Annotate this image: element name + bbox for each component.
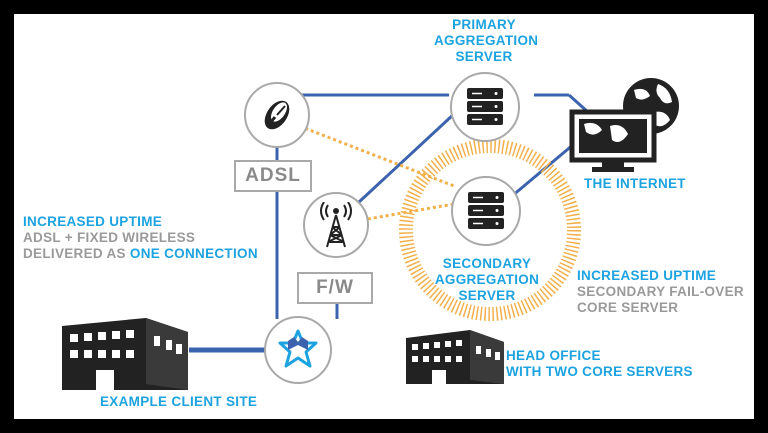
network-diagram: ADSL F/W PRIMARY AGGREGATION SERVER: [14, 14, 754, 419]
client-site-label: EXAMPLE CLIENT SITE: [100, 394, 258, 409]
left-callout-line3: DELIVERED AS ONE CONNECTION: [23, 246, 258, 261]
link-primary-tower: [357, 112, 456, 204]
adsl-label: ADSL: [245, 165, 301, 186]
client-logo-node: [264, 316, 332, 384]
secondary-ring: [399, 139, 581, 321]
radio-tower-node: [303, 192, 369, 258]
fw-box: F/W: [297, 272, 373, 304]
fw-label: F/W: [316, 277, 354, 298]
building-icon: [62, 318, 188, 390]
secondary-server-label: SECONDARY AGGREGATION SERVER: [434, 256, 540, 303]
left-callout: INCREASED UPTIME ADSL + FIXED WIRELESS D…: [23, 214, 258, 262]
link-internet-secondary: [511, 142, 575, 198]
satellite-dish-icon: [264, 100, 290, 130]
server-rack-icon: [468, 192, 504, 229]
right-callout-line2: SECONDARY FAIL-OVER: [577, 284, 744, 299]
globe-monitor-icon: [569, 78, 679, 172]
server-rack-icon: [467, 88, 503, 125]
primary-server-label: PRIMARY AGGREGATION SERVER: [434, 17, 539, 64]
head-office-label: HEAD OFFICE WITH TWO CORE SERVERS: [506, 348, 693, 379]
radio-tower-icon: [320, 202, 352, 248]
right-callout-title: INCREASED UPTIME: [577, 268, 717, 283]
dotted-dish-secondary: [293, 122, 455, 188]
logo-star-icon: [278, 329, 318, 368]
right-callout: INCREASED UPTIME SECONDARY FAIL-OVER COR…: [577, 268, 744, 316]
secondary-server-node: [451, 176, 521, 246]
building-icon: [406, 330, 504, 384]
left-callout-line2: ADSL + FIXED WIRELESS: [23, 230, 196, 245]
adsl-box: ADSL: [234, 160, 312, 192]
satellite-dish-node: [244, 82, 310, 148]
right-callout-line3: CORE SERVER: [577, 300, 679, 315]
primary-server-node: [450, 72, 520, 142]
internet-label: THE INTERNET: [584, 176, 686, 191]
left-callout-title: INCREASED UPTIME: [23, 214, 163, 229]
